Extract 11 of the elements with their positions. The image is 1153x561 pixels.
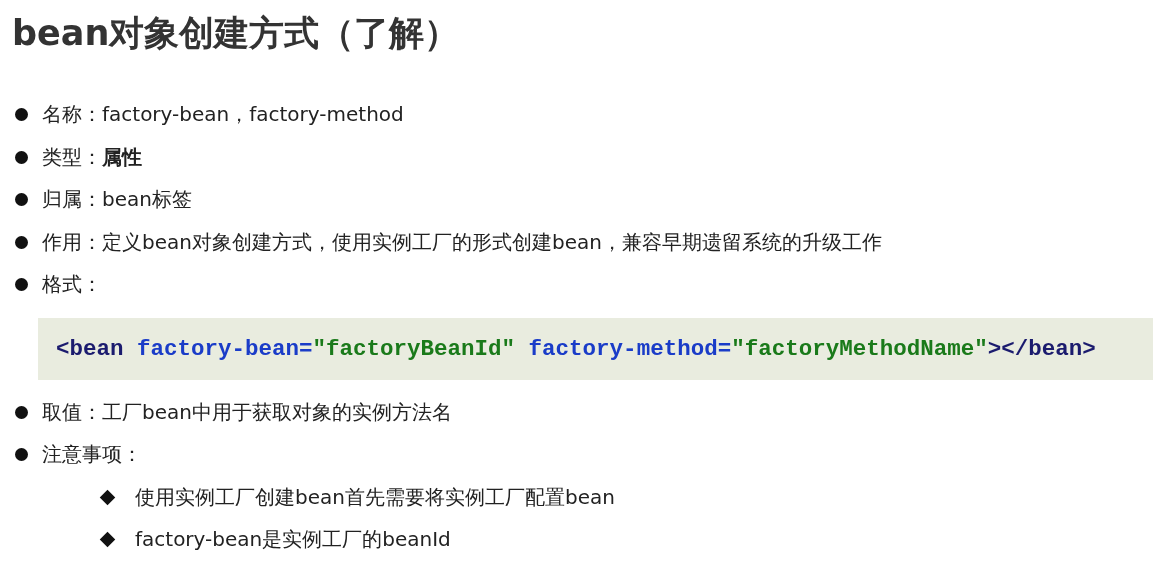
bullet-text: 格式： [42,271,102,298]
bullet-text: 使用实例工厂创建bean首先需要将实例工厂配置bean [135,484,615,511]
bullet-text: 取值：工厂bean中用于获取对象的实例方法名 [42,399,452,426]
slide-title: bean对象创建方式（了解） [12,12,460,55]
bullet-text: 归属：bean标签 [42,186,192,213]
code-line: <bean factory-bean="factoryBeanId" factory-method="factoryMethodName"></bean> [56,336,1096,362]
bullet-text: factory-bean是实例工厂的beanId [135,526,451,553]
bullet-text: 注意事项： [42,441,142,468]
bullet-text: 名称：factory-bean，factory-method [42,101,404,128]
bullet-text: 类型：属性 [42,144,142,171]
bullet-text: 作用：定义bean对象创建方式，使用实例工厂的形式创建bean，兼容早期遗留系统的升级工作 [42,229,882,256]
